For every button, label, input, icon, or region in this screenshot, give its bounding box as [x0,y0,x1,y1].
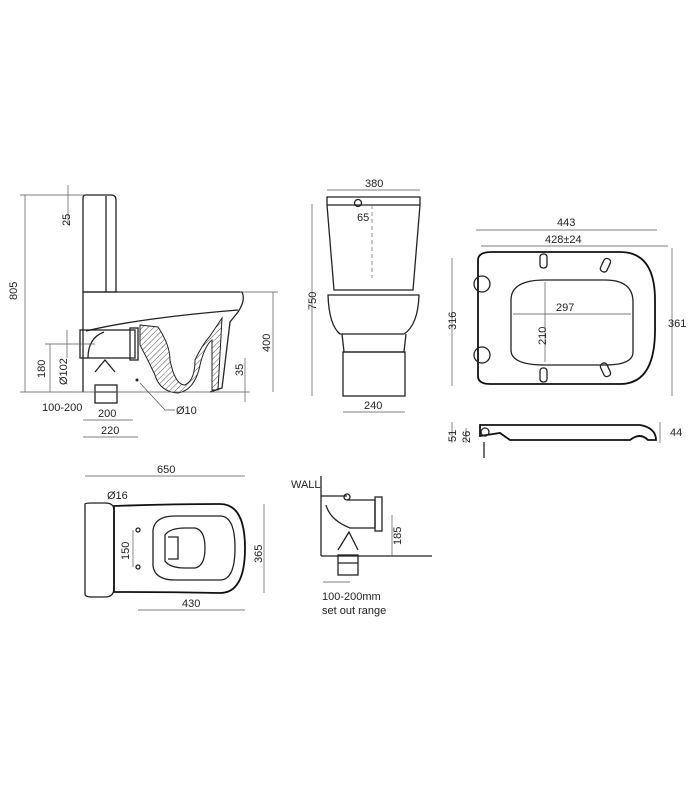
front-view: 380 65 750 240 [307,178,421,413]
dim-805: 805 [8,282,20,300]
range-note-line1: 100-200mm [322,591,381,603]
dim-150: 150 [120,542,132,560]
dim-220: 220 [101,425,119,437]
dim-o16: Ø16 [107,490,128,502]
dim-650: 650 [157,464,175,476]
dim-750: 750 [307,292,319,310]
dim-200: 200 [98,408,116,420]
dim-361: 361 [668,318,686,330]
dim-443: 443 [557,217,575,229]
wall-label: WALL [291,479,321,491]
dim-65: 65 [357,212,369,224]
dim-316: 316 [447,312,459,330]
plan-view: 650 Ø16 150 365 430 [84,464,265,611]
side-view: 805 25 400 180 Ø102 35 100-200 200 220 Ø… [8,185,278,438]
dim-240: 240 [364,400,382,412]
seat-top-view: 443 428±24 361 316 297 210 [447,217,686,396]
dim-380: 380 [365,178,383,190]
dim-180: 180 [36,360,48,378]
dim-35: 35 [234,364,246,376]
dim-25: 25 [61,214,73,226]
dim-430: 430 [182,598,200,610]
range-note-line2: set out range [322,605,386,617]
wall-detail: WALL 185 100-200mm set out range [291,476,432,617]
dim-365: 365 [253,545,265,563]
dim-428: 428±24 [545,234,582,246]
dim-400: 400 [261,334,273,352]
dim-o10: Ø10 [176,405,197,417]
dim-26: 26 [461,431,473,443]
seat-side-view: 51 26 44 [447,422,682,458]
dim-297: 297 [556,302,574,314]
dim-51: 51 [447,430,459,442]
dim-210: 210 [537,327,549,345]
dim-102: Ø102 [58,358,70,385]
dim-185: 185 [392,527,404,545]
dim-100-200: 100-200 [42,402,82,414]
dim-44: 44 [670,427,682,439]
